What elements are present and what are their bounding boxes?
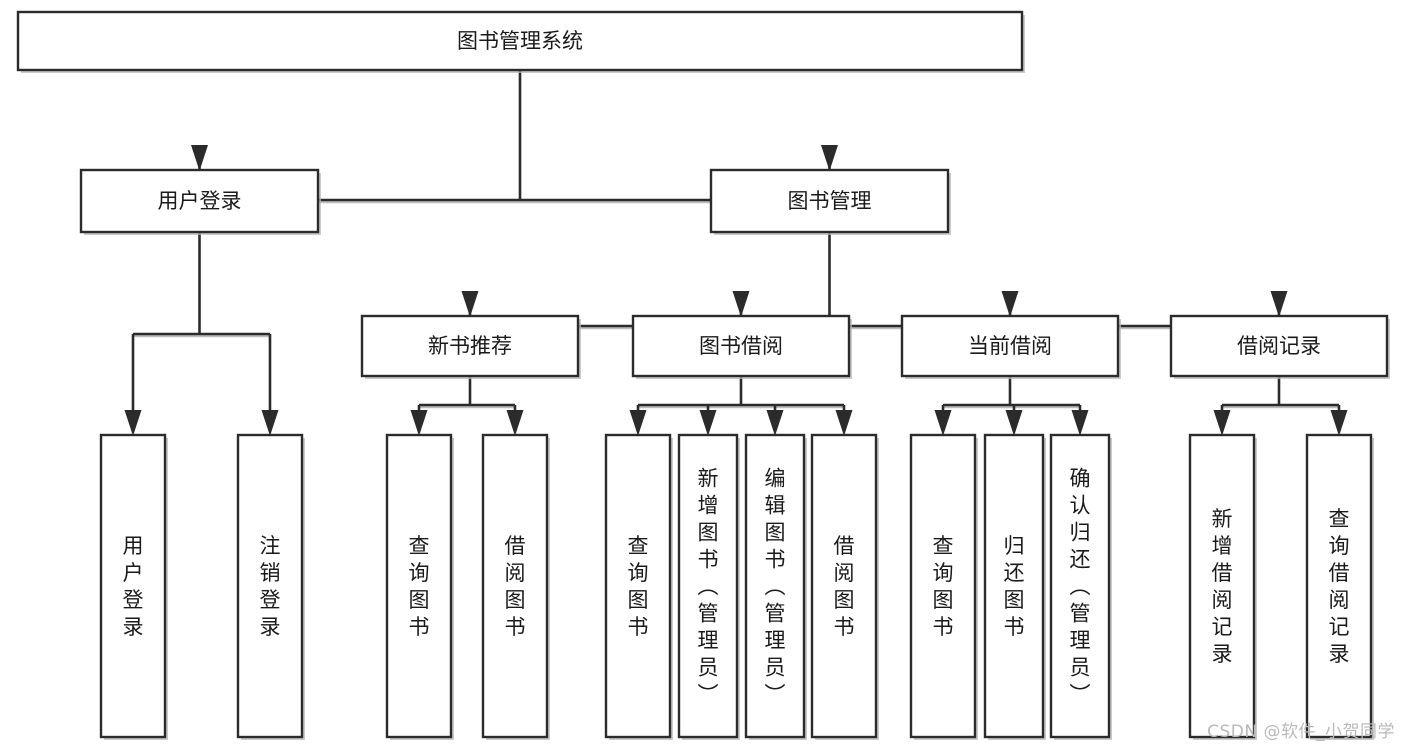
connector-group-new-book-rec [410,376,524,436]
node-box[interactable] [677,433,739,739]
node-box[interactable] [481,433,549,739]
node-leaf-query-record[interactable]: 查询借阅记录 [1305,433,1374,740]
node-box[interactable] [909,433,977,739]
connector-group-current-borrow [934,376,1089,436]
node-box[interactable] [99,433,167,739]
node-label: 编辑图书︵管理员︶ [765,467,786,707]
node-leaf-return-book[interactable]: 归还图书 [983,433,1046,740]
node-label: 当前借阅 [968,334,1052,358]
arrow-head-icon [699,410,717,436]
node-user-login[interactable]: 用户登录 [79,168,321,235]
node-leaf-borrow-book[interactable]: 借阅图书 [810,433,879,740]
connector-group-user-login [124,232,279,436]
node-leaf-query-book-cur[interactable]: 查询图书 [909,433,978,740]
node-new-book-rec[interactable]: 新书推荐 [360,314,581,379]
arrow-head-icon [506,410,524,436]
arrow-head-icon [629,410,647,436]
node-label: 新增图书︵管理员︶ [698,467,719,707]
node-box[interactable] [810,433,878,739]
node-label: 归还图书 [1004,534,1025,639]
node-current-borrow[interactable]: 当前借阅 [900,314,1121,379]
node-box[interactable] [983,433,1045,739]
connectors-layer [124,70,1348,436]
node-label: 借阅记录 [1237,334,1321,358]
arrow-head-icon [191,145,208,171]
arrow-head-icon [732,291,750,317]
node-label: 注销登录 [260,534,281,639]
arrow-head-icon [1330,410,1348,436]
node-label: 查询图书 [409,534,430,639]
connector-group-book-borrow [629,376,853,436]
connector-group-book-manage [461,232,1288,330]
node-leaf-query-book-rec[interactable]: 查询图书 [385,433,454,740]
node-box[interactable] [900,314,1120,378]
arrow-head-icon [1005,410,1023,436]
node-leaf-query-book-borrow[interactable]: 查询图书 [604,433,673,740]
node-root[interactable]: 图书管理系统 [16,10,1025,73]
node-box[interactable] [1305,433,1373,739]
node-label: 查询图书 [933,534,954,639]
node-book-manage[interactable]: 图书管理 [709,168,951,235]
arrow-head-icon [1001,291,1019,317]
node-leaf-user-login[interactable]: 用户登录 [99,433,168,740]
node-box[interactable] [604,433,672,739]
arrow-head-icon [461,291,479,317]
node-label: 用户登录 [158,189,242,213]
node-box[interactable] [16,10,1024,72]
arrow-head-icon [1213,410,1231,436]
csdn-watermark: CSDN @软件_小贺同学 [1207,722,1395,742]
arrow-head-icon [261,410,279,436]
node-box[interactable] [709,168,950,234]
arrow-head-icon [124,410,142,436]
node-box[interactable] [1188,433,1256,739]
arrow-head-icon [934,410,952,436]
node-label: 借阅图书 [834,534,855,639]
arrow-head-icon [821,145,838,171]
node-label: 图书管理系统 [457,29,583,53]
node-leaf-add-book[interactable]: 新增图书︵管理员︶ [677,433,740,740]
node-leaf-add-record[interactable]: 新增借阅记录 [1188,433,1257,740]
arrow-head-icon [410,410,428,436]
node-label: 新增借阅记录 [1212,507,1233,666]
node-leaf-borrow-book-rec[interactable]: 借阅图书 [481,433,550,740]
node-label: 确认归还︵管理员︶ [1070,467,1091,707]
arrow-head-icon [1270,291,1288,317]
node-label: 查询借阅记录 [1329,507,1350,666]
node-box[interactable] [1049,433,1111,739]
node-box[interactable] [79,168,320,234]
node-label: 图书管理 [788,189,872,213]
node-box[interactable] [236,433,304,739]
node-borrow-record[interactable]: 借阅记录 [1169,314,1390,379]
arrow-head-icon [1071,410,1089,436]
node-leaf-confirm-return[interactable]: 确认归还︵管理员︶ [1049,433,1112,740]
nodes-layer: 图书管理系统用户登录图书管理新书推荐图书借阅当前借阅借阅记录用户登录注销登录查询… [16,10,1390,740]
node-label: 查询图书 [628,534,649,639]
node-label: 借阅图书 [505,534,526,639]
arrow-head-icon [835,410,853,436]
node-leaf-edit-book[interactable]: 编辑图书︵管理员︶ [744,433,807,740]
node-book-borrow[interactable]: 图书借阅 [631,314,852,379]
node-leaf-user-logout[interactable]: 注销登录 [236,433,305,740]
node-box[interactable] [1169,314,1389,378]
node-box[interactable] [744,433,806,739]
node-label: 图书借阅 [699,334,783,358]
node-box[interactable] [360,314,580,378]
node-box[interactable] [385,433,453,739]
arrow-head-icon [766,410,784,436]
node-label: 新书推荐 [428,334,512,358]
node-box[interactable] [631,314,851,378]
node-label: 用户登录 [123,534,144,639]
connector-group-borrow-record [1213,376,1348,436]
